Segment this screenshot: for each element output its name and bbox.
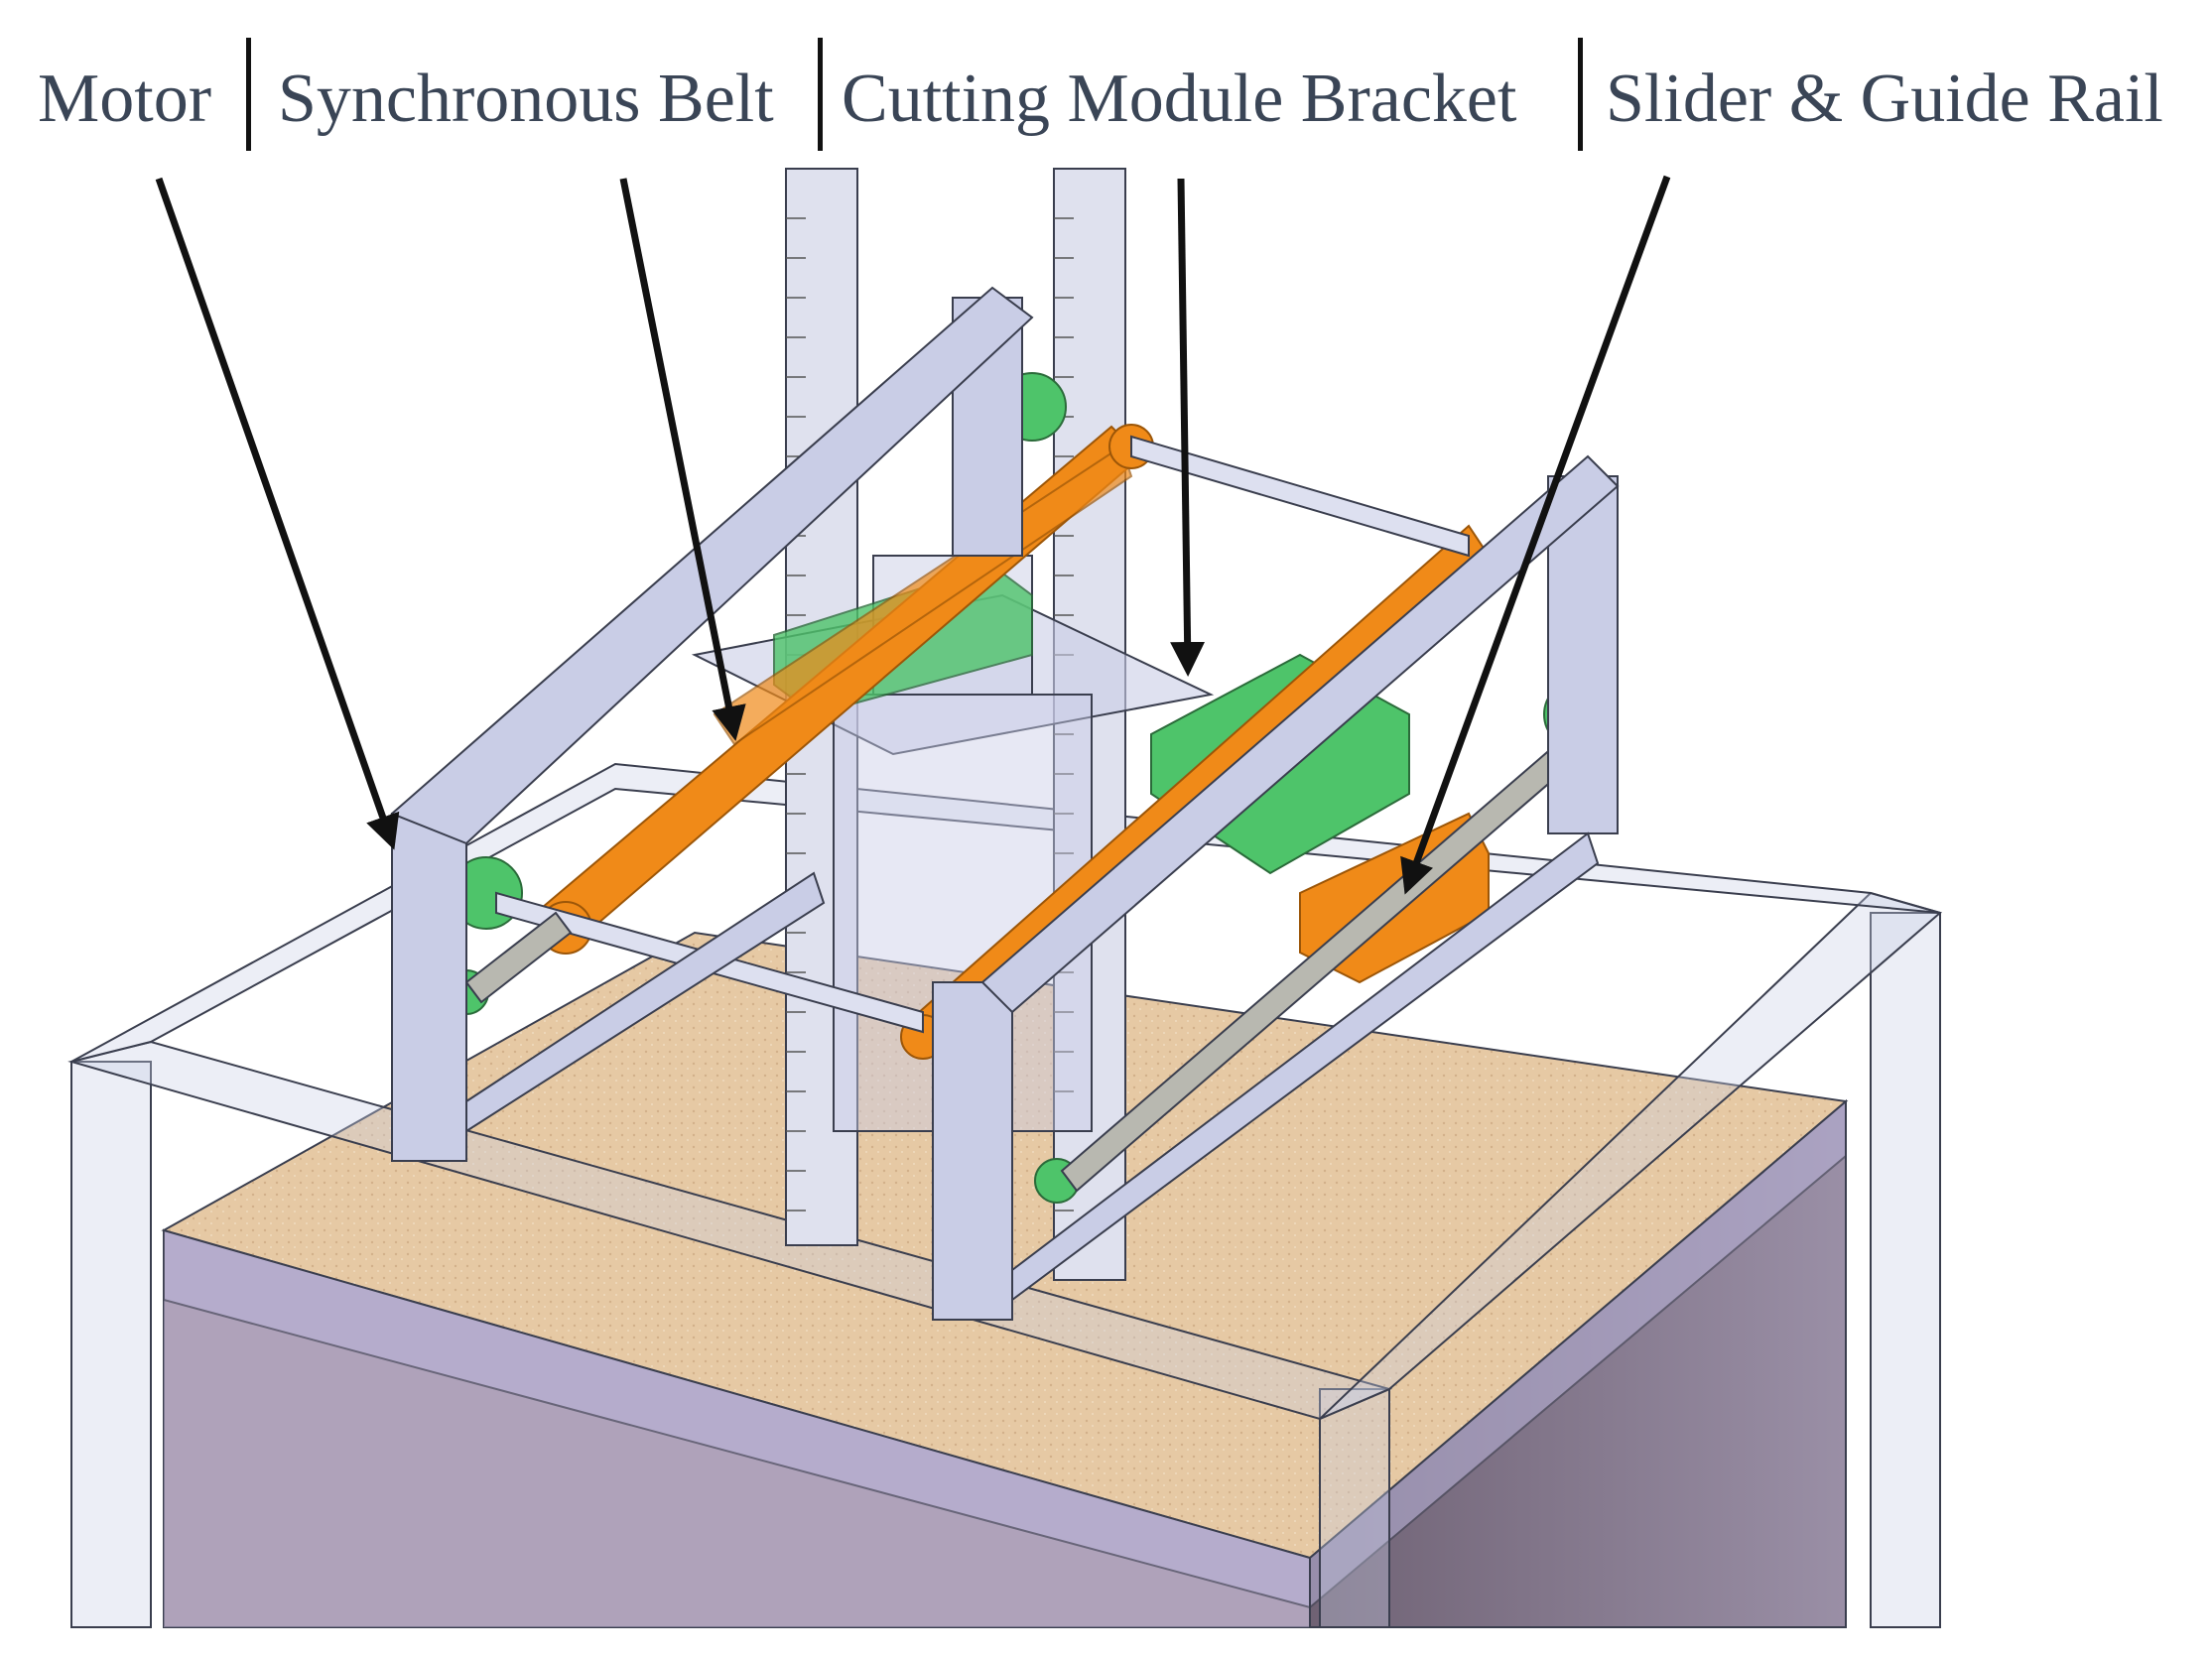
soil-tank bbox=[161, 931, 1849, 1628]
arrow-slider-guide-rail bbox=[1400, 175, 1671, 895]
label-synchronous-belt: Synchronous Belt bbox=[278, 61, 774, 137]
label-motor: Motor bbox=[38, 61, 211, 137]
tank-glass-band-side bbox=[1309, 1098, 1847, 1610]
label-separator bbox=[1578, 38, 1583, 151]
callout-arrows bbox=[155, 175, 1671, 895]
label-separator bbox=[246, 38, 251, 151]
arrow-cutting-module-bracket bbox=[1170, 178, 1206, 677]
label-slider-guide-rail: Slider & Guide Rail bbox=[1606, 61, 2163, 137]
label-separator bbox=[818, 38, 823, 151]
gantry-beam-left-top bbox=[390, 286, 1034, 845]
gantry-beam-left-bottom bbox=[465, 871, 826, 1133]
guide-rail-left bbox=[464, 911, 573, 1004]
scale-right bbox=[1053, 168, 1126, 1281]
component-labels: Motor Synchronous Belt Cutting Module Br… bbox=[0, 0, 2212, 159]
gantry-post-right-front bbox=[932, 981, 1013, 1321]
arrow-motor bbox=[155, 177, 400, 850]
gantry-post-left-front bbox=[391, 813, 467, 1162]
frame-post-mid bbox=[1319, 1388, 1390, 1628]
arrow-synchronous-belt bbox=[619, 178, 746, 741]
frame-beam-back bbox=[70, 762, 1941, 1063]
gantry-beam-right-top bbox=[980, 454, 1620, 1014]
shaft-back bbox=[1130, 435, 1470, 558]
frame-post-left bbox=[70, 1061, 152, 1628]
label-cutting-module-bracket: Cutting Module Bracket bbox=[842, 61, 1517, 137]
gantry-frame bbox=[390, 286, 1620, 1321]
frame-post-right bbox=[1870, 912, 1941, 1628]
gantry-beam-right-bottom bbox=[1011, 831, 1600, 1302]
